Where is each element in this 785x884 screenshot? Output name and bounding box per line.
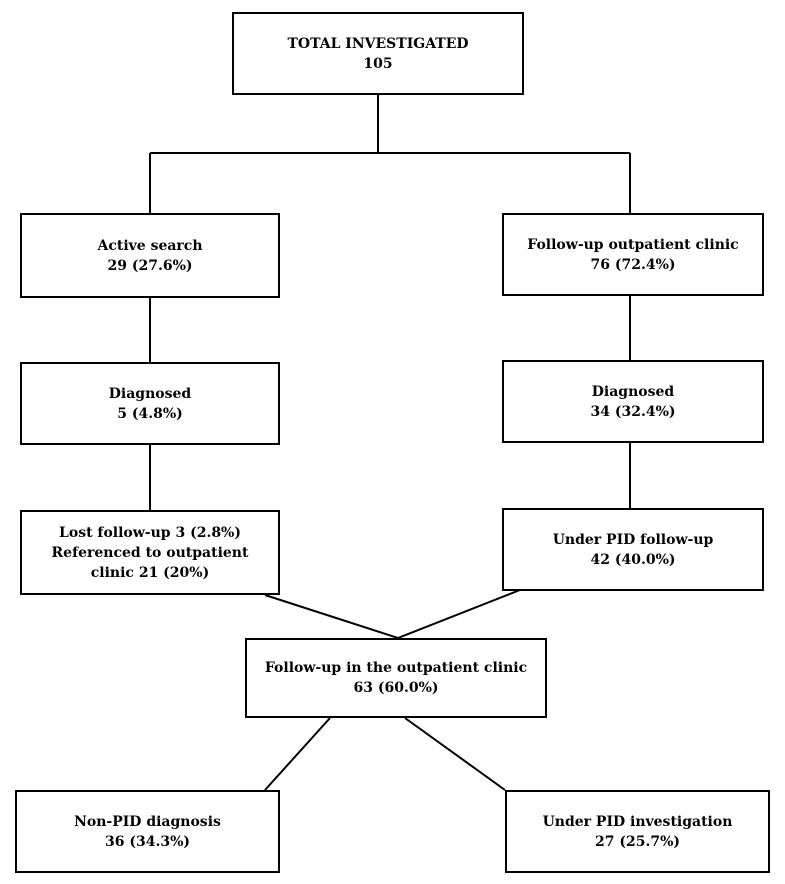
node-non-pid-diagnosis: Non-PID diagnosis 36 (34.3%) [15, 790, 280, 873]
node-text-line: Diagnosed [591, 383, 675, 400]
node-text-line: Under PID follow-up [552, 531, 714, 548]
node-diagnosed-right: Diagnosed 34 (32.4%) [502, 360, 764, 443]
node-text-line: Follow-up in the outpatient clinic [264, 660, 528, 676]
node-text-line: Lost follow-up 3 (2.8%) [59, 524, 241, 541]
node-text-line: 29 (27.6%) [107, 257, 193, 274]
node-text-line: 105 [363, 55, 393, 72]
node-followup-in-outpatient-clinic: Follow-up in the outpatient clinic 63 (6… [245, 638, 547, 718]
node-text-line: 42 (40.0%) [590, 551, 676, 568]
node-text-line: 34 (32.4%) [590, 403, 676, 420]
node-text-line: clinic 21 (20%) [90, 564, 210, 581]
node-text-line: 63 (60.0%) [353, 680, 439, 696]
node-text-line: 27 (25.7%) [594, 833, 680, 850]
node-active-search: Active search 29 (27.6%) [20, 213, 280, 298]
node-text-line: Under PID investigation [542, 813, 733, 830]
node-text-line: Referenced to outpatient [51, 544, 249, 561]
node-text-line: 5 (4.8%) [117, 405, 183, 422]
node-followup-outpatient-clinic: Follow-up outpatient clinic 76 (72.4%) [502, 213, 764, 296]
node-total-investigated: TOTAL INVESTIGATED 105 [232, 12, 524, 95]
node-lost-followup: Lost follow-up 3 (2.8%) Referenced to ou… [20, 510, 280, 595]
node-text-line: Diagnosed [108, 385, 192, 402]
connector-clinic-to-nonpid [264, 717, 331, 791]
connector-pid-followup-to-clinic [397, 589, 521, 639]
connector-lost-to-clinic [264, 594, 399, 639]
node-text-line: Active search [97, 237, 203, 254]
node-text-line: Non-PID diagnosis [74, 813, 221, 830]
node-text-line: 36 (34.3%) [104, 833, 190, 850]
node-text-line: TOTAL INVESTIGATED [287, 35, 469, 52]
node-text-line: Follow-up outpatient clinic [527, 236, 739, 253]
connector-clinic-to-investigation [404, 717, 506, 791]
node-text-line: 76 (72.4%) [590, 256, 676, 273]
node-under-pid-investigation: Under PID investigation 27 (25.7%) [505, 790, 770, 873]
node-diagnosed-left: Diagnosed 5 (4.8%) [20, 362, 280, 445]
node-under-pid-followup: Under PID follow-up 42 (40.0%) [502, 508, 764, 591]
